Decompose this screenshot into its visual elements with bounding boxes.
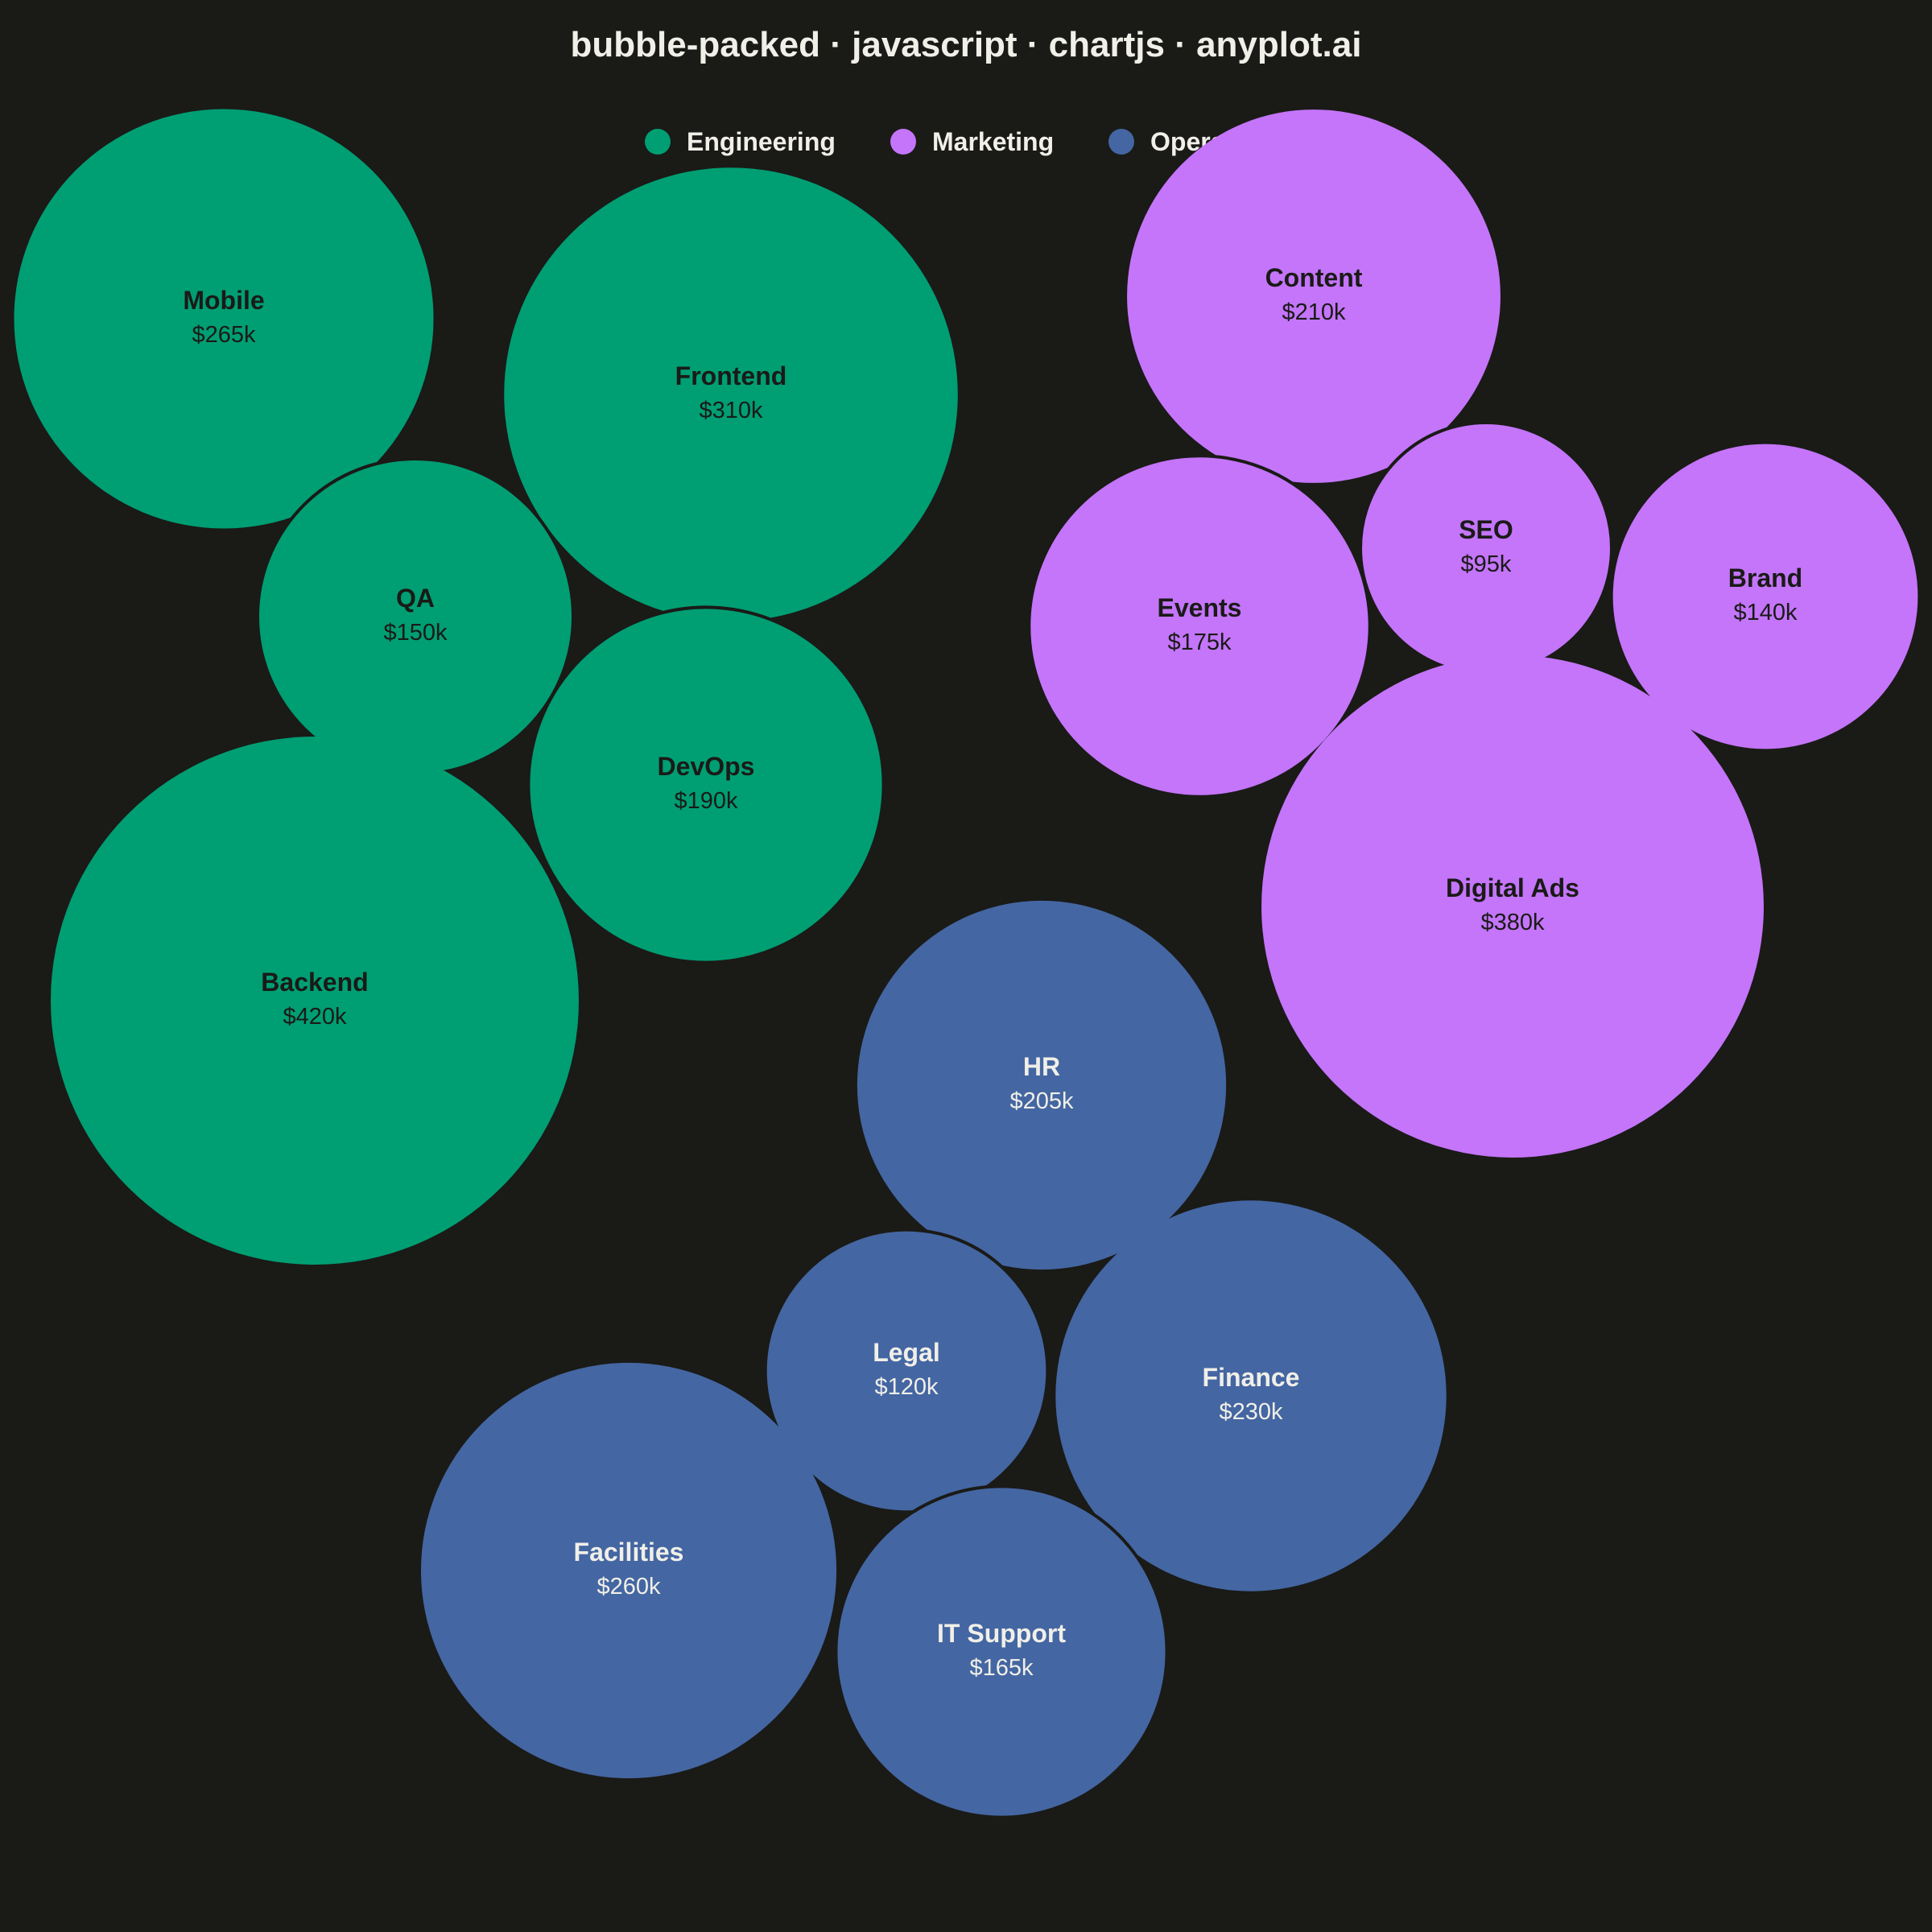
- bubble-digital-ads[interactable]: Digital Ads $380k: [1261, 655, 1764, 1158]
- bubble-value-label: $175k: [1167, 630, 1232, 655]
- bubble-devops[interactable]: DevOps $190k: [526, 605, 886, 964]
- bubble-circle-legal[interactable]: [763, 1228, 1050, 1514]
- bubble-value-label: $260k: [597, 1574, 661, 1600]
- bubble-label: SEO: [1459, 515, 1513, 544]
- bubble-label: IT Support: [937, 1619, 1066, 1648]
- bubble-circle-facilities[interactable]: [420, 1362, 837, 1779]
- bubble-value-label: $265k: [192, 322, 256, 348]
- bubble-circle-finance[interactable]: [1055, 1200, 1447, 1591]
- bubble-seo[interactable]: SEO $95k: [1359, 421, 1613, 675]
- bubble-circle-it-support[interactable]: [834, 1484, 1169, 1819]
- bubble-finance[interactable]: Finance $230k: [1055, 1200, 1447, 1591]
- bubble-label: Digital Ads: [1446, 873, 1579, 902]
- bubble-value-label: $380k: [1480, 910, 1545, 935]
- bubble-value-label: $120k: [874, 1374, 939, 1400]
- bubble-it-support[interactable]: IT Support $165k: [834, 1484, 1169, 1819]
- bubble-circle-hr[interactable]: [857, 900, 1227, 1270]
- chart-title: bubble-packed · javascript · chartjs · a…: [571, 25, 1362, 64]
- bubble-label: Content: [1265, 263, 1363, 292]
- bubble-circle-content[interactable]: [1127, 109, 1501, 483]
- bubble-label: Events: [1158, 593, 1242, 622]
- bubble-circle-mobile[interactable]: [14, 109, 434, 529]
- bubble-label: QA: [396, 584, 435, 613]
- bubble-mobile[interactable]: Mobile $265k: [14, 109, 434, 529]
- chart-legend: EngineeringMarketingOperations: [645, 127, 1286, 156]
- bubble-label: Mobile: [183, 286, 264, 315]
- bubble-events[interactable]: Events $175k: [1027, 454, 1372, 799]
- bubble-label: Legal: [873, 1338, 940, 1367]
- bubble-label: Facilities: [574, 1538, 684, 1567]
- bubble-hr[interactable]: HR $205k: [857, 900, 1227, 1270]
- bubble-value-label: $95k: [1461, 551, 1512, 577]
- bubble-content[interactable]: Content $210k: [1127, 109, 1501, 483]
- bubble-label: HR: [1023, 1052, 1060, 1081]
- legend-label-marketing: Marketing: [932, 127, 1054, 156]
- bubble-label: DevOps: [658, 752, 755, 781]
- bubble-circle-backend[interactable]: [51, 737, 579, 1265]
- bubble-label: Finance: [1203, 1363, 1300, 1392]
- bubble-value-label: $230k: [1219, 1399, 1283, 1425]
- bubble-label: Brand: [1728, 564, 1802, 592]
- bubble-circle-seo[interactable]: [1359, 421, 1613, 675]
- bubble-circle-brand[interactable]: [1612, 444, 1918, 749]
- bubble-label: Backend: [261, 968, 368, 997]
- bubble-circle-devops[interactable]: [526, 605, 886, 964]
- legend-swatch-operations: [1108, 129, 1134, 155]
- legend-item-marketing[interactable]: Marketing: [890, 127, 1054, 156]
- bubble-backend[interactable]: Backend $420k: [51, 737, 579, 1265]
- bubble-value-label: $210k: [1282, 299, 1346, 325]
- bubble-circle-frontend[interactable]: [504, 167, 958, 621]
- bubble-circle-qa[interactable]: [255, 456, 576, 777]
- bubble-circle-events[interactable]: [1027, 454, 1372, 799]
- bubble-brand[interactable]: Brand $140k: [1612, 444, 1918, 749]
- bubble-qa[interactable]: QA $150k: [255, 456, 576, 777]
- bubble-facilities[interactable]: Facilities $260k: [420, 1362, 837, 1779]
- bubble-value-label: $420k: [283, 1004, 347, 1030]
- bubble-value-label: $310k: [699, 398, 763, 423]
- bubble-circle-digital-ads[interactable]: [1261, 655, 1764, 1158]
- legend-swatch-engineering: [645, 129, 671, 155]
- bubble-value-label: $150k: [383, 620, 448, 646]
- bubble-value-label: $165k: [969, 1655, 1034, 1681]
- bubble-frontend[interactable]: Frontend $310k: [504, 167, 958, 621]
- bubble-value-label: $190k: [674, 788, 738, 814]
- bubble-value-label: $140k: [1733, 600, 1798, 625]
- bubble-value-label: $205k: [1009, 1088, 1074, 1114]
- legend-swatch-marketing: [890, 129, 916, 155]
- bubble-legal[interactable]: Legal $120k: [763, 1228, 1050, 1514]
- legend-label-engineering: Engineering: [687, 127, 836, 156]
- bubble-label: Frontend: [675, 361, 787, 390]
- legend-item-engineering[interactable]: Engineering: [645, 127, 836, 156]
